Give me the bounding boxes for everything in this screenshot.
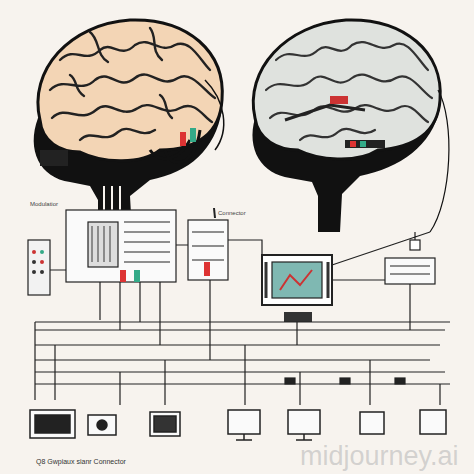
caption-label: Modulatior [30, 201, 58, 208]
wire-plug [180, 132, 186, 146]
caption-label: Connector [218, 210, 246, 217]
rack-panel [88, 222, 118, 267]
brain [253, 20, 440, 159]
ear-device [40, 150, 68, 166]
chip [262, 255, 332, 305]
connector-plug [330, 96, 348, 104]
wire [285, 105, 365, 120]
rack-device [188, 220, 228, 280]
bottom-devices [30, 410, 446, 440]
connector-strip [345, 140, 385, 148]
equipment [28, 208, 435, 360]
right-head [252, 20, 448, 232]
bus-lines [35, 322, 450, 405]
wire-plug [190, 128, 196, 142]
computer-unit [385, 258, 435, 284]
brain [38, 20, 222, 161]
wire [430, 90, 449, 232]
brain-gyri [266, 42, 432, 140]
left-head [34, 20, 224, 232]
strip-led [350, 141, 356, 147]
brain-gyri [50, 28, 215, 140]
strip-led [360, 141, 366, 147]
rack-device [66, 210, 176, 282]
watermark: midjourney.ai [300, 442, 459, 472]
wire [205, 80, 224, 150]
caption-label: Q8 Gwpiaux sianr Connector [36, 458, 126, 466]
remote [28, 240, 50, 295]
